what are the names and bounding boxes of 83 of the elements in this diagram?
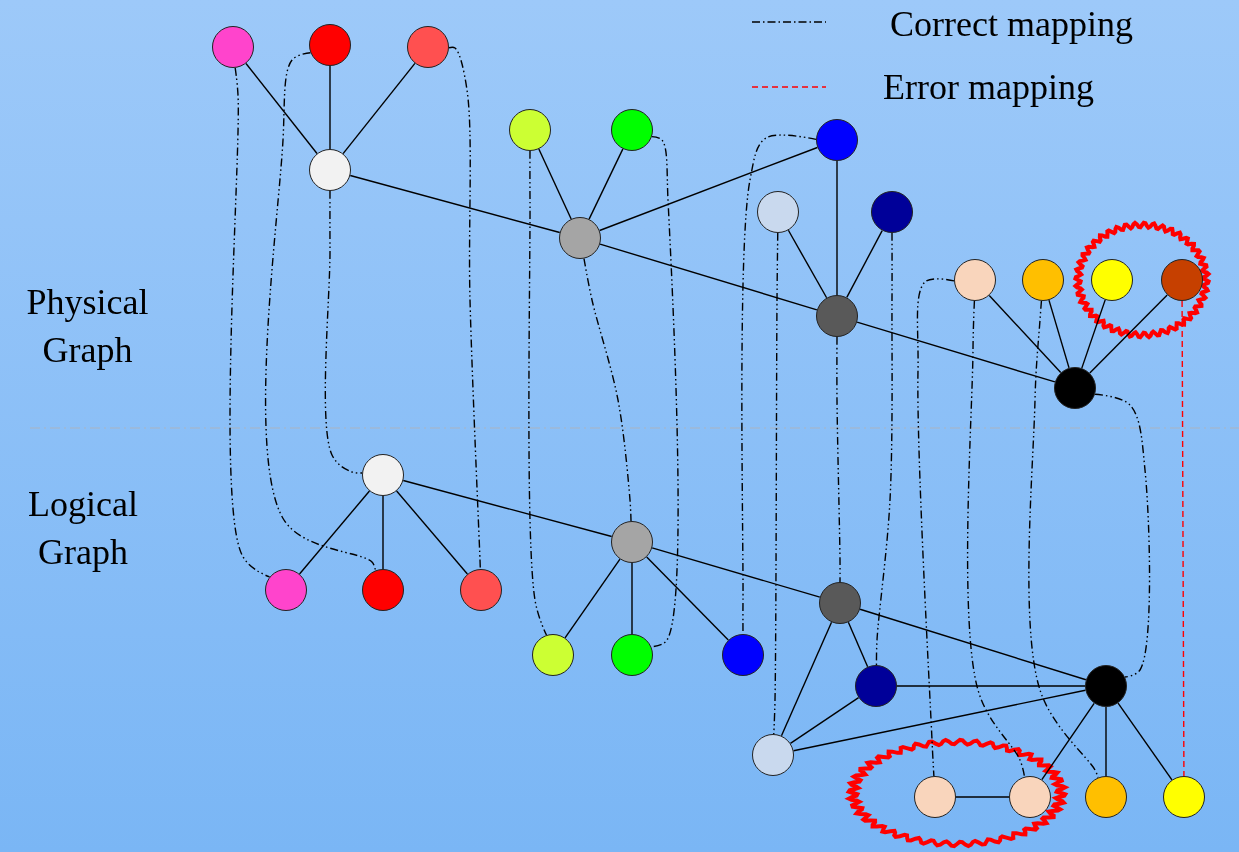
mapping-line [528, 150, 548, 636]
mapping-line [229, 67, 271, 578]
graph-node-circle [1091, 259, 1133, 301]
graph-node-circle [752, 734, 794, 776]
graph-node-circle [1161, 259, 1203, 301]
graph-edge [329, 65, 331, 150]
mapping-line [448, 46, 481, 570]
graph-node-circle [265, 569, 307, 611]
graph-edge [245, 62, 318, 155]
legend-text: Error mapping [883, 67, 1094, 107]
graph-edge [896, 685, 1086, 687]
graph-node-circle [611, 109, 653, 151]
graph-edge [1089, 294, 1168, 374]
graph-edge [342, 62, 416, 155]
graph-node-circle [362, 454, 404, 496]
graph-edge [349, 174, 561, 234]
graph-node-circle [362, 569, 404, 611]
graph-edge [395, 490, 469, 575]
graph-edge [1105, 706, 1107, 777]
graph-node-circle [407, 26, 449, 68]
mapping-line [875, 232, 893, 666]
mapping-line [324, 190, 363, 474]
graph-edge [856, 321, 1056, 383]
graph-edge [1041, 702, 1095, 781]
graph-edge [588, 148, 624, 220]
graph-edge [988, 294, 1062, 374]
graph-edge [792, 689, 1087, 752]
mapping-line [916, 278, 955, 777]
graph-node-circle [532, 634, 574, 676]
mapping-line [264, 52, 376, 572]
graph-node-circle [611, 634, 653, 676]
mapping-line [966, 300, 1026, 778]
graph-node-circle [212, 26, 254, 68]
graph-node-circle [559, 217, 601, 259]
legend-text: Correct mapping [890, 4, 1133, 44]
graph-node-circle [816, 119, 858, 161]
graph-edge [538, 148, 572, 220]
graph-edge [651, 547, 821, 598]
graph-edge [631, 562, 633, 635]
graph-edge [955, 796, 1010, 798]
mapping-line [583, 257, 632, 522]
graph-edge [847, 621, 869, 668]
graph-node-circle [757, 191, 799, 233]
graph-node-circle [722, 634, 764, 676]
mapping-line [1094, 393, 1151, 678]
mapping-line [650, 135, 679, 648]
graph-edge [646, 556, 729, 641]
graph-node-circle [819, 582, 861, 624]
graph-node-circle [855, 665, 897, 707]
graph-node-circle [1022, 259, 1064, 301]
graph-node-circle [611, 521, 653, 563]
graph-label: Logical Graph [27, 483, 139, 574]
graph-edge [780, 621, 833, 737]
graph-node-circle [509, 109, 551, 151]
graph-edge [1048, 299, 1070, 369]
graph-edge [859, 608, 1087, 681]
graph-edge [598, 146, 819, 232]
graph-edge [564, 558, 621, 639]
graph-node-circle [460, 569, 502, 611]
graph-edge [836, 160, 838, 296]
graph-node-circle [309, 149, 351, 191]
graph-edge [1081, 299, 1106, 369]
graph-node-circle [1009, 776, 1051, 818]
graph-node-circle [816, 295, 858, 337]
graph-edge [599, 243, 818, 311]
graph-edge [402, 479, 613, 538]
graph-label: Physical Graph [25, 281, 150, 372]
graph-node-circle [1085, 776, 1127, 818]
graph-edge [787, 229, 828, 299]
graph-node-circle [914, 776, 956, 818]
graph-node-circle [1054, 367, 1096, 409]
graph-edge [846, 229, 883, 299]
graph-edge [1117, 702, 1173, 781]
graph-node-circle [954, 259, 996, 301]
graph-edge [298, 490, 371, 575]
graph-node-circle [1163, 776, 1205, 818]
graph-edge [789, 697, 860, 744]
graph-node-circle [309, 24, 351, 66]
graph-node-circle [1085, 665, 1127, 707]
mapping-line [836, 336, 841, 583]
mapping-line [1181, 300, 1185, 777]
graph-node-circle [871, 191, 913, 233]
graph-edge [382, 495, 384, 570]
